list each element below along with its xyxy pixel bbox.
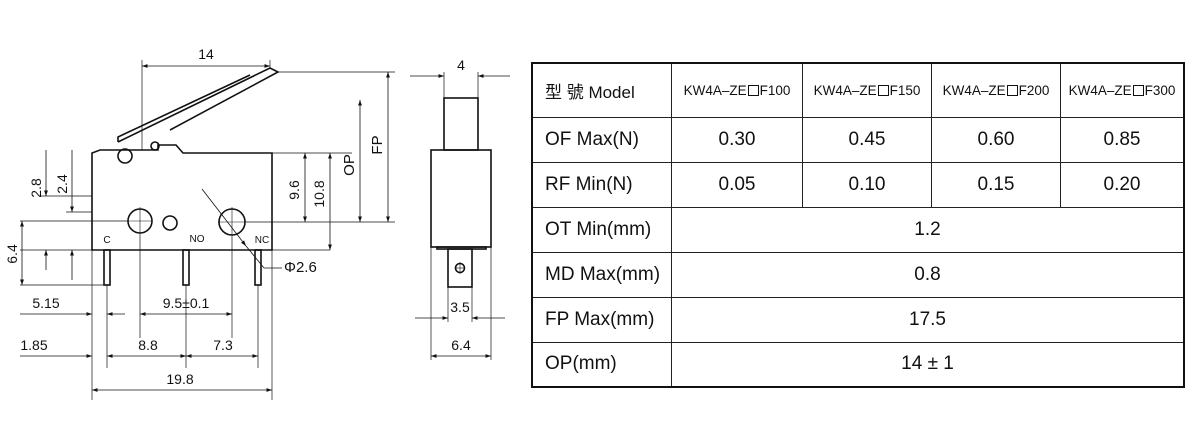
- row-label: OP(mm): [531, 341, 672, 388]
- technical-drawing: 14 2.8 2.4 6.4 5.15 9.5±0.1 1.85 8.8 7.3…: [4, 46, 510, 400]
- table-cell: 0.20: [1060, 161, 1185, 208]
- dim-7-3: 7.3: [213, 337, 233, 353]
- blank-box-icon: [1132, 84, 1144, 96]
- dim-op: OP: [341, 154, 358, 176]
- blank-box-icon: [1006, 84, 1018, 96]
- table-row: OF Max(N) 0.30 0.45 0.60 0.85: [531, 116, 1185, 163]
- blank-box-icon: [747, 84, 759, 96]
- table-row: OP(mm) 14 ± 1: [531, 341, 1185, 388]
- table-cell: 17.5: [671, 296, 1185, 343]
- blank-box-icon: [877, 84, 889, 96]
- table-row: FP Max(mm) 17.5: [531, 296, 1185, 343]
- dim-hole-diameter: Φ2.6: [284, 259, 317, 276]
- row-label: OT Min(mm): [531, 206, 672, 253]
- table-cell: 0.30: [671, 116, 803, 163]
- dim-19-8: 19.8: [166, 371, 193, 387]
- table-cell: 0.05: [671, 161, 803, 208]
- dim-side-4: 4: [457, 57, 465, 73]
- table-cell: 0.85: [1060, 116, 1185, 163]
- terminal-c-label: C: [103, 235, 110, 246]
- table-cell: 1.2: [671, 206, 1185, 253]
- front-view-outline: [91, 67, 280, 286]
- dim-8-8: 8.8: [138, 337, 158, 353]
- dim-side-3-5: 3.5: [450, 299, 470, 315]
- table-cell: 0.10: [802, 161, 932, 208]
- dim-10-8: 10.8: [311, 180, 327, 207]
- dim-side-6-4: 6.4: [451, 337, 471, 353]
- dim-5-15: 5.15: [32, 295, 59, 311]
- table-cell: 0.8: [671, 251, 1185, 298]
- table-cell: 0.60: [931, 116, 1061, 163]
- side-view-outline: [430, 97, 492, 288]
- table-cell: 0.45: [802, 116, 932, 163]
- table-cell: 0.15: [931, 161, 1061, 208]
- dim-lever-length: 14: [198, 46, 214, 62]
- table-row: OT Min(mm) 1.2: [531, 206, 1185, 253]
- terminal-no-label: NO: [190, 234, 205, 245]
- dim-2-4: 2.4: [54, 174, 70, 194]
- header-model-label: 型 號 Model: [531, 62, 672, 118]
- dim-fp: FP: [369, 135, 386, 154]
- dim-9-6: 9.6: [286, 180, 302, 200]
- row-label: FP Max(mm): [531, 296, 672, 343]
- dim-6-4: 6.4: [4, 244, 20, 264]
- dim-1-85: 1.85: [20, 337, 47, 353]
- table-row: MD Max(mm) 0.8: [531, 251, 1185, 298]
- dim-2-8: 2.8: [28, 178, 44, 198]
- row-label: RF Min(N): [531, 161, 672, 208]
- terminal-nc-label: NC: [255, 235, 269, 246]
- table-cell: 14 ± 1: [671, 341, 1185, 388]
- row-label: OF Max(N): [531, 116, 672, 163]
- table-row: RF Min(N) 0.05 0.10 0.15 0.20: [531, 161, 1185, 208]
- dim-9-5: 9.5±0.1: [163, 295, 210, 311]
- row-label: MD Max(mm): [531, 251, 672, 298]
